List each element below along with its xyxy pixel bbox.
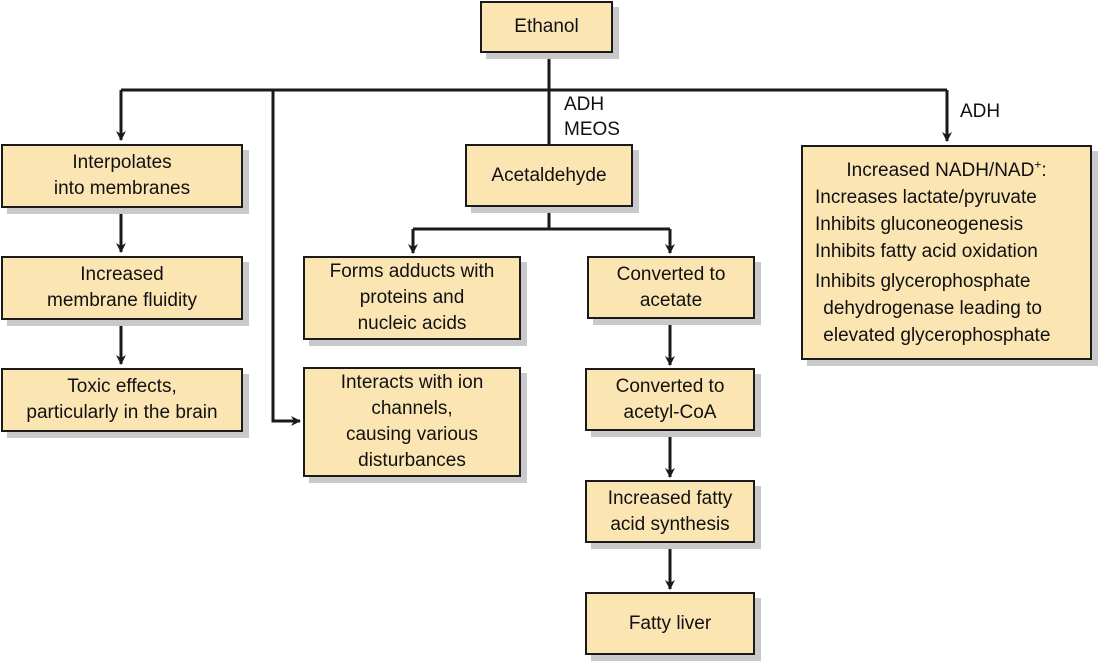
nadh-effect: Inhibits glycerophosphate <box>815 270 1031 292</box>
node-text: proteins and <box>359 287 465 308</box>
node-text: Interacts with ion <box>340 372 484 393</box>
nadh-heading-sup: + <box>1034 157 1042 172</box>
node-interpolates-membranes: Interpolates into membranes <box>1 144 243 208</box>
node-text: acetyl-CoA <box>623 401 717 423</box>
nadh-effect: Inhibits fatty acid oxidation <box>815 240 1038 262</box>
enzyme-label-meos: MEOS <box>564 119 620 140</box>
node-ethanol: Ethanol <box>480 1 613 53</box>
node-text: Ethanol <box>514 16 579 37</box>
node-acetyl-coa: Converted to acetyl-CoA <box>585 368 755 431</box>
node-text: nucleic acids <box>357 313 467 334</box>
nadh-effect: Increases lactate/pyruvate <box>815 186 1037 208</box>
node-nadh-effects: Increased NADH/NAD+: Increases lactate/p… <box>801 145 1092 360</box>
node-text: into membranes <box>53 178 191 199</box>
node-fatty-liver: Fatty liver <box>585 592 755 655</box>
edge-to-ion-channels <box>271 90 301 426</box>
node-toxic-effects: Toxic effects, particularly in the brain <box>1 368 243 432</box>
nadh-heading-text: Increased NADH/NAD <box>846 159 1035 181</box>
node-ion-channels: Interacts with ion channels, causing var… <box>303 367 521 477</box>
node-text: acetate <box>639 289 703 311</box>
node-text: Acetaldehyde <box>491 164 607 186</box>
node-fatty-acid-synthesis: Increased fatty acid synthesis <box>585 480 755 543</box>
node-text: Increased fatty <box>607 487 733 509</box>
enzyme-label-adh-right: ADH <box>960 101 1001 122</box>
node-adducts: Forms adducts with proteins and nucleic … <box>303 256 521 340</box>
node-membrane-fluidity: Increased membrane fluidity <box>1 256 243 320</box>
node-text: Converted to <box>616 263 726 285</box>
node-acetate: Converted to acetate <box>587 256 755 319</box>
node-text: Converted to <box>615 375 725 397</box>
nadh-effect: dehydrogenase leading to <box>818 297 1042 319</box>
node-text: acid synthesis <box>610 513 730 535</box>
nadh-heading-suffix: : <box>1041 159 1047 181</box>
node-text: Interpolates <box>72 152 172 173</box>
node-text: Fatty liver <box>628 612 712 634</box>
nadh-effect: elevated glycerophosphate <box>818 324 1051 346</box>
node-text: disturbances <box>358 450 466 471</box>
node-text: membrane fluidity <box>47 290 197 311</box>
node-text: causing various <box>345 424 479 445</box>
enzyme-label-adh-center: ADH <box>564 94 605 115</box>
node-text: Toxic effects, <box>67 376 177 397</box>
nadh-effect: Inhibits gluconeogenesis <box>815 213 1024 235</box>
node-text: particularly in the brain <box>26 402 218 423</box>
node-text: Forms adducts with <box>329 261 495 282</box>
node-text: Increased <box>80 264 164 285</box>
node-acetaldehyde: Acetaldehyde <box>465 144 633 207</box>
nadh-heading: Increased NADH/NAD+: <box>846 157 1046 184</box>
node-text: channels, <box>371 398 453 419</box>
